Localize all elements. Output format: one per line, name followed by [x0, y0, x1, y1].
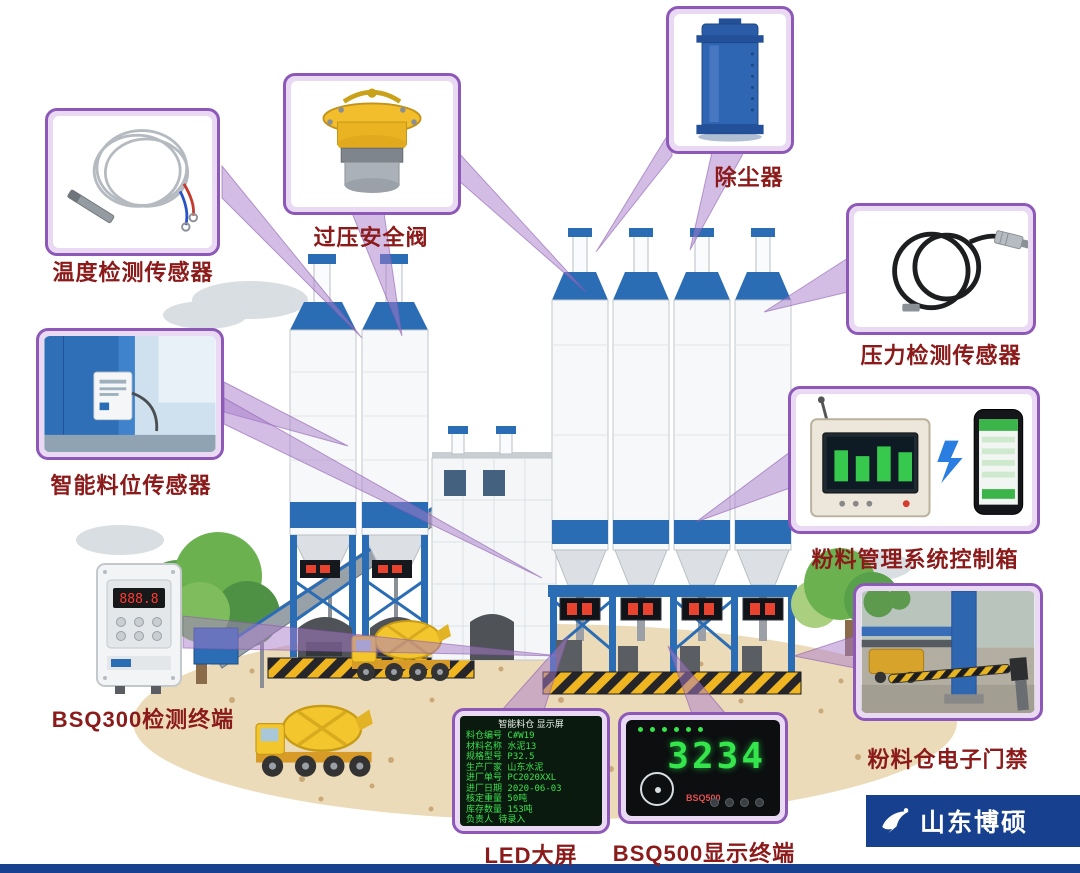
level-sensor-label: 智能料位传感器: [50, 473, 212, 498]
pressure-sensor-callout: [846, 203, 1036, 335]
bsq500-panel: 3234 BSQ500: [626, 720, 780, 816]
access-control-photo: [861, 591, 1035, 713]
smartphone-icon: [973, 409, 1024, 515]
safety-valve-label: 过压安全阀: [313, 225, 429, 250]
temperature-sensor-photo: [53, 116, 212, 248]
thermocouple-icon: [67, 129, 198, 232]
bsq300-terminal-device: 888.8: [95, 560, 183, 695]
access-control-scene: [861, 591, 1035, 713]
pressure-sensor-photo: [854, 211, 1028, 327]
access-control-callout: [853, 583, 1043, 721]
led-screen-row: 生产厂家 山东水泥: [466, 762, 544, 773]
pressure-sensor-cable-icon: [892, 230, 1028, 312]
led-screen-row: 核定重量 50吨: [466, 794, 528, 804]
bottom-strip: [0, 864, 1080, 873]
led-screen-row: 负责人 待录入: [466, 815, 526, 825]
dust-collector-icon: [696, 18, 764, 142]
level-sensor-callout: [36, 328, 224, 460]
temperature-sensor-label: 温度检测传感器: [52, 260, 214, 285]
temperature-sensor-callout: [45, 108, 220, 256]
dust-collector-photo: [674, 14, 786, 146]
bsq500-buttons: [710, 798, 764, 807]
brand-name: 山东博硕: [920, 809, 1029, 837]
led-screen-row: 材料名称 水泥13: [466, 741, 537, 752]
barrier-arm-icon: [888, 657, 1029, 711]
led-screen-label: LED大屏: [484, 843, 578, 868]
bsq500-display: 3234: [667, 736, 766, 777]
led-screen-row: 规格型号 P32.5: [466, 752, 535, 762]
pressure-sensor-label: 压力检测传感器: [860, 343, 1022, 368]
lightning-bolt-icon: [937, 440, 963, 484]
led-screen-row: 库存数量 153吨: [466, 804, 533, 815]
hazard-base-right: [542, 671, 802, 695]
led-screen-panel: 智能料仓 显示屏 料仓编号 C#W19 材料名称 水泥13 规格型号 P32.5…: [460, 716, 602, 826]
rfid-zone-icon: [640, 772, 674, 806]
safety-valve-photo: [291, 81, 453, 207]
safety-valve-callout: [283, 73, 461, 215]
bsq500-label: BSQ500显示终端: [612, 841, 796, 866]
level-sensor-photo: [44, 336, 216, 452]
dust-collector-callout: [666, 6, 794, 154]
mixing-building: [431, 426, 557, 661]
led-screen-callout: 智能料仓 显示屏 料仓编号 C#W19 材料名称 水泥13 规格型号 P32.5…: [452, 708, 610, 834]
bsq300-device-icon: 888.8: [96, 563, 182, 694]
bsq500-model-text: BSQ500: [686, 793, 721, 803]
safety-valve-icon: [322, 88, 422, 193]
led-screen-row: 料仓编号 C#W19: [466, 731, 535, 741]
access-control-label: 粉料仓电子门禁: [867, 747, 1029, 772]
led-screen-row: 进厂日期 2020-06-03: [466, 783, 562, 794]
right-silo-group: [548, 228, 797, 673]
control-cabinet-icon: [810, 396, 1024, 518]
dove-icon: [882, 808, 909, 833]
powder-control-box-callout: [788, 386, 1040, 534]
bsq300-display: 888.8: [119, 592, 158, 607]
powder-control-box-photo: [796, 394, 1032, 526]
dust-collector-label: 除尘器: [714, 165, 784, 190]
level-sensor-icon: [44, 336, 216, 452]
indicator-lights: [638, 727, 703, 732]
bsq300-label: BSQ300检测终端: [51, 707, 235, 732]
led-screen-title: 智能料仓 显示屏: [498, 719, 564, 729]
powder-control-box-label: 粉料管理系统控制箱: [811, 547, 1019, 572]
led-screen-row: 进厂单号 PC2020XXL: [466, 773, 557, 783]
brand-bar: 山东博硕: [866, 795, 1080, 847]
silo-led-panel-right: [559, 597, 784, 621]
bsq500-terminal-callout: 3234 BSQ500: [618, 712, 788, 824]
